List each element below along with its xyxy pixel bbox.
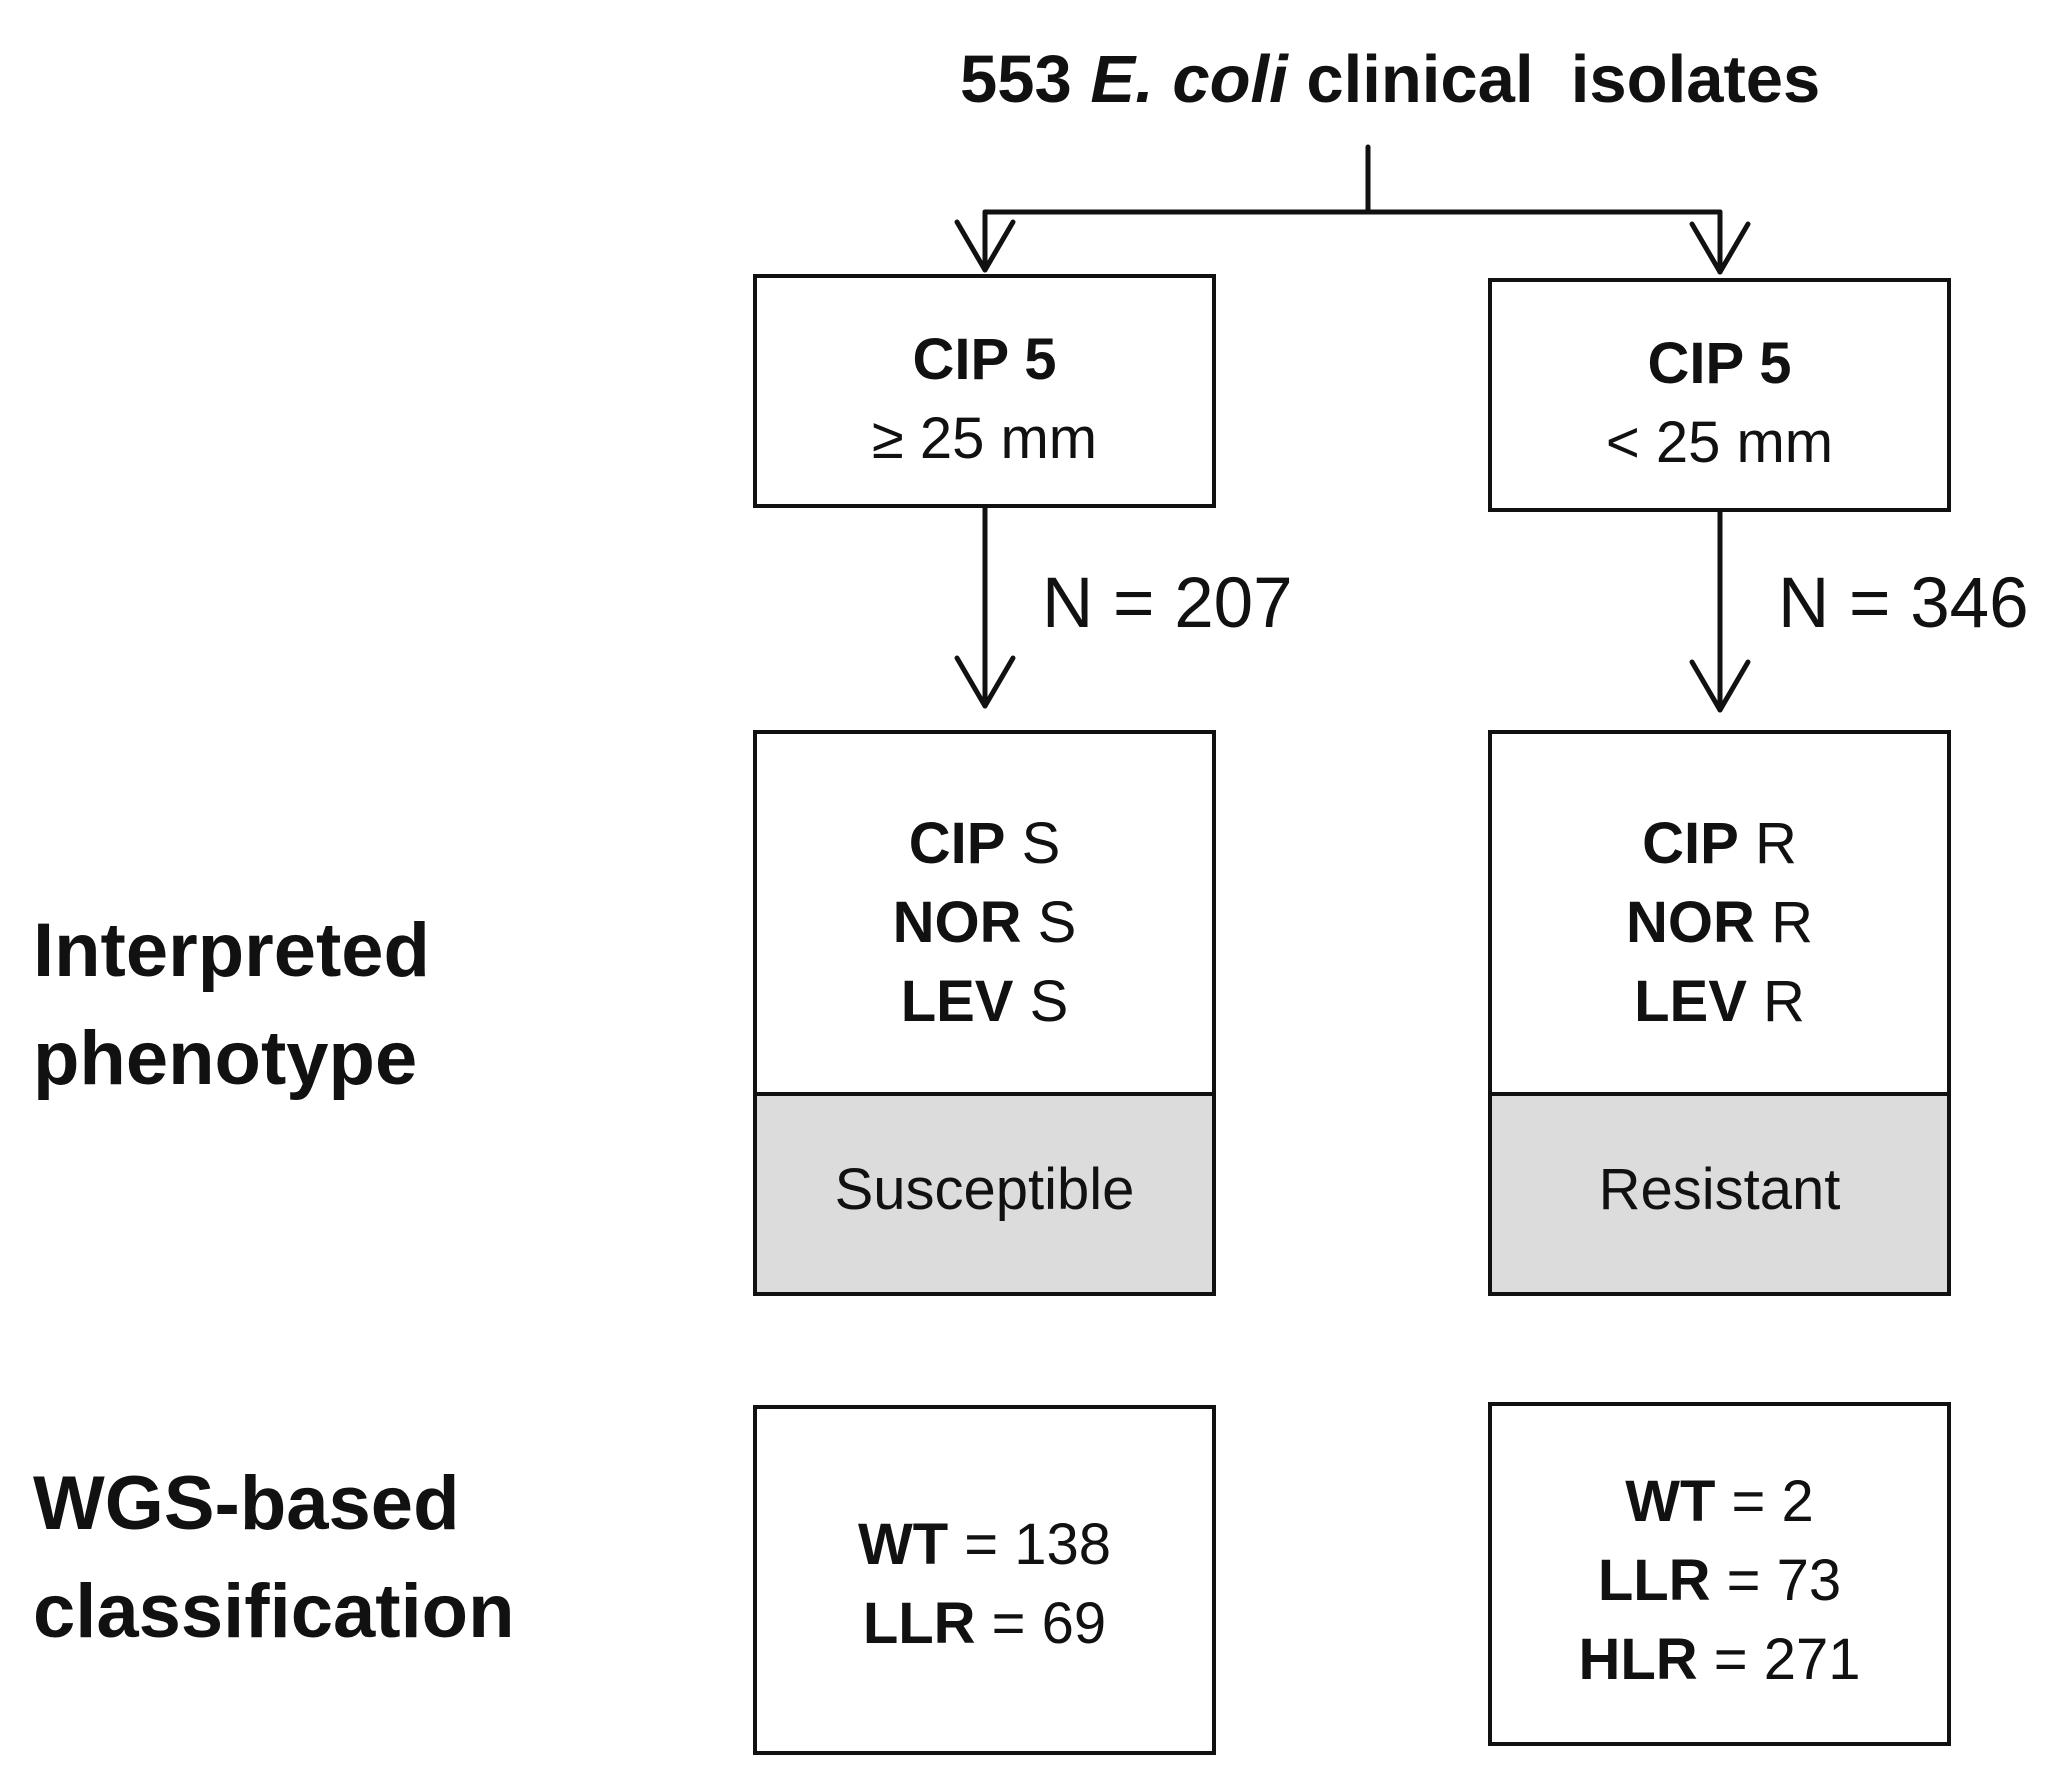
phenotype-call: S (1037, 890, 1077, 955)
phenotype-row-label: Interpreted phenotype (33, 897, 430, 1113)
right-phenotype-row: LEV R (1492, 962, 1947, 1041)
right-interpretation: Resistant (1598, 1157, 1841, 1222)
wgs-sep: = (948, 1512, 1015, 1577)
phenotype-call: R (1754, 811, 1797, 876)
phenotype-call: S (1029, 969, 1069, 1034)
phenotype-row-label-line: phenotype (33, 1016, 418, 1101)
left-phenotype-row: NOR S (757, 883, 1212, 962)
wgs-value: 73 (1776, 1548, 1842, 1613)
left-phenotype-row: LEV S (757, 962, 1212, 1041)
right-phenotype-box: CIP R NOR R LEV R Resistant (1488, 730, 1951, 1296)
right-wgs-row: LLR = 73 (1492, 1541, 1947, 1620)
phenotype-drug: LEV (1634, 969, 1747, 1034)
left-phenotype-box: CIP S NOR S LEV S Susceptible (753, 730, 1216, 1296)
wgs-value: 271 (1763, 1627, 1861, 1692)
left-criterion-drug: CIP 5 (912, 327, 1057, 392)
right-n-label: N = 346 (1778, 564, 2029, 643)
wgs-sep: = (975, 1591, 1042, 1656)
left-wgs-box: WT = 138 LLR = 69 (753, 1405, 1216, 1755)
phenotype-call: S (1021, 811, 1061, 876)
right-criterion-box: CIP 5 < 25 mm (1488, 278, 1951, 512)
wgs-sep: = (1697, 1627, 1764, 1692)
right-wgs-box: WT = 2 LLR = 73 HLR = 271 (1488, 1402, 1951, 1746)
left-interpretation: Susceptible (834, 1157, 1135, 1222)
left-arrow-mid-head (954, 655, 1016, 709)
wgs-class: LLR (862, 1591, 976, 1656)
right-criterion-threshold: < 25 mm (1605, 410, 1834, 475)
right-phenotype-row: NOR R (1492, 883, 1947, 962)
wgs-value: 69 (1041, 1591, 1107, 1656)
title-organism: E. coli (1090, 42, 1288, 117)
wgs-class: HLR (1578, 1627, 1698, 1692)
left-phenotype-row: CIP S (757, 804, 1212, 883)
phenotype-call: R (1771, 890, 1813, 955)
phenotype-drug: LEV (900, 969, 1014, 1034)
wgs-value: 2 (1781, 1469, 1814, 1534)
phenotype-call: R (1763, 969, 1805, 1034)
right-wgs-row: HLR = 271 (1492, 1620, 1947, 1699)
title-count: 553 (960, 42, 1072, 117)
phenotype-drug: CIP (908, 811, 1006, 876)
diagram-title: 553 E. coli clinical isolates (960, 40, 1820, 120)
wgs-sep: = (1715, 1469, 1782, 1534)
left-wgs-row: WT = 138 (757, 1505, 1212, 1584)
left-wgs-row: LLR = 69 (757, 1584, 1212, 1663)
wgs-row-label-line: classification (33, 1569, 515, 1654)
left-n-label: N = 207 (1042, 564, 1293, 643)
phenotype-drug: NOR (1626, 890, 1755, 955)
wgs-class: LLR (1597, 1548, 1711, 1613)
left-interpretation-panel: Susceptible (757, 1092, 1212, 1292)
wgs-class: WT (857, 1512, 949, 1577)
phenotype-drug: CIP (1642, 811, 1739, 876)
wgs-row-label-line: WGS-based (33, 1461, 460, 1546)
wgs-value: 138 (1014, 1512, 1112, 1577)
right-criterion-drug: CIP 5 (1647, 331, 1792, 396)
left-arrow-top-head (954, 219, 1016, 273)
right-wgs-row: WT = 2 (1492, 1462, 1947, 1541)
phenotype-drug: NOR (892, 890, 1022, 955)
phenotype-row-label-line: Interpreted (33, 908, 430, 993)
right-interpretation-panel: Resistant (1492, 1092, 1947, 1292)
left-criterion-threshold: ≥ 25 mm (871, 406, 1098, 471)
left-criterion-box: CIP 5 ≥ 25 mm (753, 274, 1216, 508)
wgs-sep: = (1710, 1548, 1777, 1613)
right-phenotype-row: CIP R (1492, 804, 1947, 883)
right-arrow-top-head (1689, 221, 1751, 275)
right-arrow-mid-head (1689, 659, 1751, 713)
wgs-row-label: WGS-based classification (33, 1450, 515, 1666)
title-rest: clinical isolates (1306, 42, 1821, 117)
wgs-class: WT (1625, 1469, 1716, 1534)
